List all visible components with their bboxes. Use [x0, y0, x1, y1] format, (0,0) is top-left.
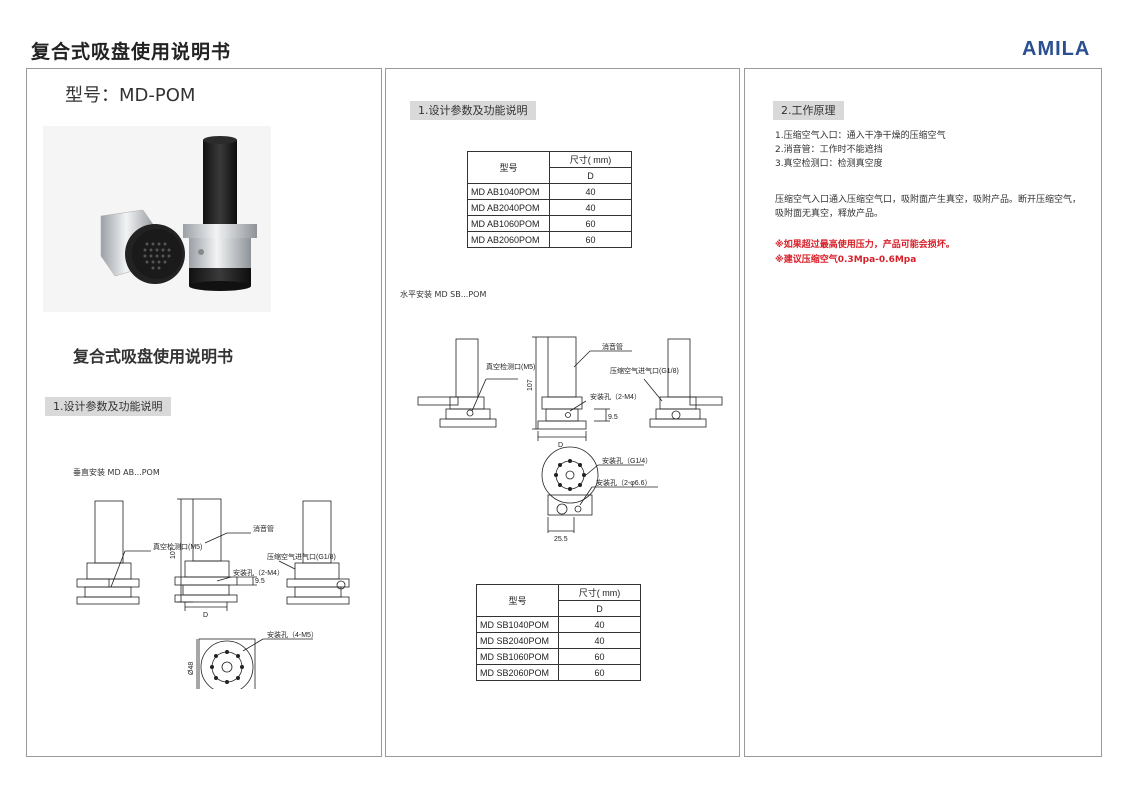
label-dim-d-h: D: [558, 442, 563, 449]
principle-item-2: 2.消音管：工作时不能遮挡: [775, 145, 883, 155]
principle-item-3: 3.真空检测口：检测真空度: [775, 159, 883, 169]
drawing-caption-vertical: 垂直安装 MD AB...POM: [73, 468, 160, 477]
label-mount-hole-side: 安装孔（2-M4）: [233, 568, 284, 577]
label-dim-height-h: 107: [527, 379, 534, 391]
label-muffler: 消音管: [253, 524, 274, 533]
table-header-size: 尺寸( mm): [549, 151, 632, 168]
label-dim-small: 9.5: [255, 578, 265, 585]
label-dim-width: 25.5: [554, 536, 568, 543]
label-mount-hole-top: 安装孔（4-M5）: [267, 630, 318, 639]
table-subheader-d: D: [549, 167, 632, 184]
label-dim-dia: Ø48: [188, 662, 195, 675]
label-vacuum-port: 真空检测口(M5): [153, 542, 202, 551]
label-air-inlet-h: 压缩空气进气口(G1/8): [610, 366, 679, 375]
brand-logo: AMILA: [1022, 38, 1091, 60]
warning-recommended-pressure: ※建议压缩空气0.3Mpa-0.6Mpa: [775, 255, 917, 265]
label-dim-small-h: 9.5: [608, 414, 618, 421]
label-mount-hole-phi: 安装孔（2-φ6.6）: [596, 478, 652, 487]
label-air-inlet: 压缩空气进气口(G1/8): [267, 552, 336, 561]
warning-pressure: ※如果超过最高使用压力，产品可能会损坏。: [775, 240, 955, 250]
table-subheader-d-2: D: [558, 600, 641, 617]
subtitle: 复合式吸盘使用说明书: [73, 347, 234, 366]
drawing-caption-horizontal: 水平安装 MD SB...POM: [400, 290, 487, 299]
product-photo: [43, 126, 271, 312]
label-dim-height: 107: [170, 547, 177, 559]
section-design-params-2: 1.设计参数及功能说明: [410, 101, 536, 120]
label-mount-hole-side-h: 安装孔（2-M4）: [590, 392, 641, 401]
vertical-mount-drawing: 真空检测口(M5) 消音管 压缩空气进气口(G1/8) 安装孔（2-M4） 安装…: [76, 498, 350, 689]
panel-product-overview: 型号：MD-POM: [26, 68, 382, 757]
label-dim-d: D: [203, 612, 208, 619]
model-title: 型号：MD-POM: [65, 85, 196, 106]
table-header-size-2: 尺寸( mm): [558, 584, 641, 601]
table-header-model-2: 型号: [476, 584, 559, 617]
horizontal-mount-drawing: 真空检测口(M5) 消音管 压缩空气进气口(G1/8) 安装孔（2-M4） 安装…: [417, 336, 723, 543]
principle-paragraph: 压缩空气入口通入压缩空气口，吸附面产生真空，吸附产品。断开压缩空气，吸附面无真空…: [775, 195, 1082, 219]
principle-item-1: 1.压缩空气入口：通入干净干燥的压缩空气: [775, 131, 946, 141]
label-mount-hole-g: 安装孔（G1/4）: [602, 456, 652, 465]
section-design-params: 1.设计参数及功能说明: [45, 397, 171, 416]
document-title: 复合式吸盘使用说明书: [31, 41, 232, 63]
label-vacuum-port-h: 真空检测口(M5): [486, 362, 535, 371]
section-working-principle: 2.工作原理: [773, 101, 844, 120]
label-muffler-h: 消音管: [602, 342, 623, 351]
panel-working-principle: 2.工作原理 1.压缩空气入口：通入干净干燥的压缩空气 2.消音管：工作时不能遮…: [744, 68, 1102, 757]
table-header-model: 型号: [467, 151, 550, 184]
